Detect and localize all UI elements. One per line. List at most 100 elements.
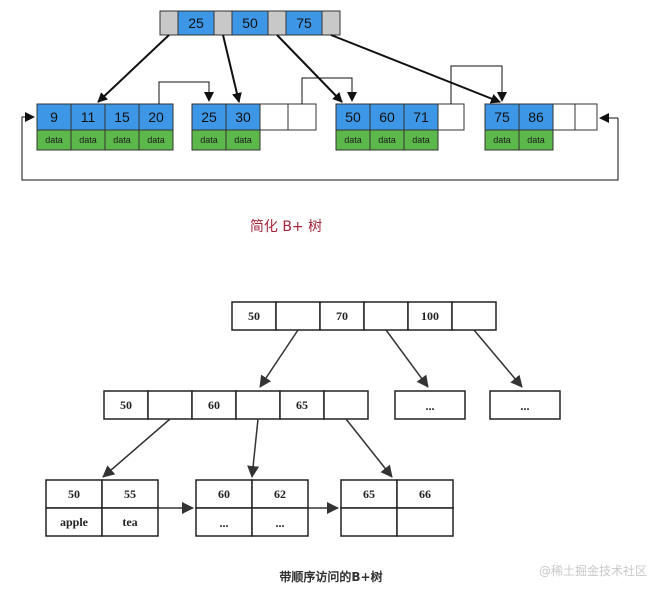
leaf-empty-cell	[552, 103, 576, 131]
root-child-arrow	[385, 329, 429, 388]
leaf-key: 55	[124, 487, 136, 501]
leaf-data-label: data	[412, 135, 430, 145]
placeholder-text: ...	[521, 399, 530, 413]
root-key: 25	[188, 15, 204, 31]
leaf-value: ...	[220, 516, 229, 530]
leaf-cell	[340, 507, 398, 537]
root-key: 100	[421, 309, 439, 323]
bottom-root-node	[231, 301, 497, 331]
leaf-key: 50	[345, 109, 361, 125]
leaf-value: ...	[276, 516, 285, 530]
bottom-internal-arrows	[102, 418, 393, 478]
leaf-key: 66	[419, 487, 431, 501]
root-pointer-cell	[321, 10, 341, 36]
leaf-empty-cell	[574, 103, 598, 131]
leaf-cell	[195, 479, 253, 509]
root-to-leaf-arrow	[222, 34, 242, 103]
internal-child-arrow	[102, 418, 171, 478]
root-pointer-cell	[159, 10, 179, 36]
bottom-internal-node	[103, 390, 369, 420]
leaf-key: 50	[68, 487, 80, 501]
top-sibling-links	[21, 65, 619, 181]
placeholder-node	[489, 390, 561, 420]
leaf-empty-cell	[259, 103, 289, 131]
leaf-key: 11	[81, 109, 96, 125]
internal-cell	[323, 390, 369, 420]
internal-key: 50	[120, 398, 132, 412]
bottom-leaf-node-2	[195, 479, 309, 537]
internal-key: 60	[208, 398, 220, 412]
root-key: 70	[336, 309, 348, 323]
leaf-cell	[101, 507, 159, 537]
leaf-cell	[45, 507, 103, 537]
leaf-key-cell	[104, 103, 140, 131]
leaf-cell	[396, 507, 454, 537]
top-root-node: 25 50 75	[159, 10, 341, 36]
top-caption: 简化 B+ 树	[250, 218, 322, 235]
leaf-data-label: data	[200, 135, 218, 145]
leaf-cell	[251, 507, 309, 537]
leaf-data-label: data	[79, 135, 97, 145]
leaf-key: 62	[274, 487, 286, 501]
top-root-arrows	[97, 34, 501, 104]
leaf-key: 15	[114, 109, 130, 125]
leaf-data-label: data	[378, 135, 396, 145]
leaf-key: 65	[363, 487, 375, 501]
root-key: 75	[296, 15, 312, 31]
top-leaf-node-3: 50 60 71 data data data	[335, 103, 465, 151]
internal-cell	[103, 390, 149, 420]
internal-key: 65	[296, 398, 308, 412]
leaf-key: 60	[379, 109, 395, 125]
placeholder-text: ...	[426, 399, 435, 413]
leaf-cell	[396, 479, 454, 509]
root-to-leaf-arrow	[330, 34, 501, 104]
leaf-key: 25	[201, 109, 217, 125]
leaf-key: 86	[528, 109, 544, 125]
bottom-bplus-tree: 50 70 100 50 60 65	[45, 301, 561, 584]
leaf-data-cell	[138, 129, 174, 151]
leaf-key: 71	[413, 109, 429, 125]
internal-cell	[147, 390, 193, 420]
leaf-data-cell	[225, 129, 261, 151]
leaf-key: 20	[148, 109, 164, 125]
leaf-data-label: data	[527, 135, 545, 145]
leaf-key: 60	[218, 487, 230, 501]
root-cell	[363, 301, 409, 331]
root-cell	[451, 301, 497, 331]
root-child-arrow	[473, 329, 523, 388]
leaf-data-cell	[518, 129, 554, 151]
root-pointer-cell	[267, 10, 287, 36]
leaf-data-label: data	[45, 135, 63, 145]
leaf-key-cell	[335, 103, 371, 131]
root-key: 50	[242, 15, 258, 31]
leaf-sibling-link	[301, 77, 357, 104]
root-to-leaf-arrow	[276, 34, 343, 103]
leaf-cell	[195, 507, 253, 537]
root-key-cell	[285, 10, 323, 36]
internal-cell	[235, 390, 281, 420]
leaf-key-cell	[403, 103, 439, 131]
leaf-value: tea	[122, 515, 137, 529]
root-child-arrow	[259, 329, 299, 388]
bottom-placeholder-nodes	[394, 390, 561, 420]
internal-child-arrow	[247, 418, 260, 478]
leaf-key: 30	[235, 109, 251, 125]
bottom-leaf-node-3	[340, 479, 454, 537]
root-to-leaf-arrow	[97, 34, 170, 103]
leaf-key: 75	[494, 109, 510, 125]
leaf-data-cell	[403, 129, 439, 151]
top-leaf-node-4: 75 86 data data	[484, 103, 598, 151]
leaf-key-cell	[225, 103, 261, 131]
top-leaf-node-1: 9 11 15 20 data data data data	[36, 103, 174, 151]
leaf-data-label: data	[493, 135, 511, 145]
placeholder-node	[394, 390, 466, 420]
bottom-root-arrows	[259, 329, 523, 388]
root-key-cell	[177, 10, 215, 36]
leaf-cell	[251, 479, 309, 509]
leaf-data-label: data	[147, 135, 165, 145]
root-key: 50	[248, 309, 260, 323]
leaf-key: 9	[50, 109, 58, 125]
internal-child-arrow	[345, 418, 393, 478]
